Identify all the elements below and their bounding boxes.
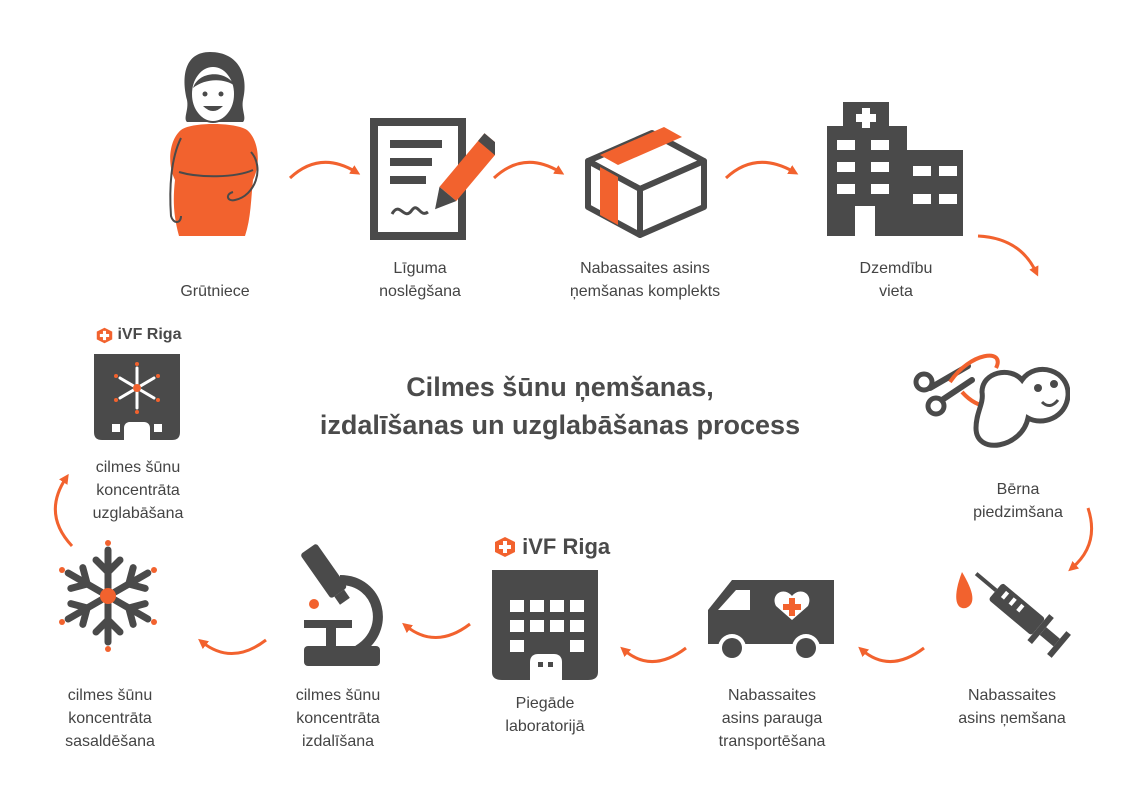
- step-label-8: Piegāde laboratorijā: [505, 695, 585, 735]
- brand-logo-lab: iVF Riga: [494, 533, 610, 560]
- step-label-5: Bērna piedzimšana: [973, 481, 1063, 521]
- ambulance-icon: [708, 580, 834, 662]
- step-label-9: cilmes šūnu koncentrāta izdalīšana: [295, 687, 381, 750]
- arrow-2-to-3: [492, 160, 565, 180]
- step-label-7: Nabassaites asins parauga transportēšana: [718, 687, 826, 750]
- brand-name: iVF Riga: [522, 534, 611, 560]
- step-label-10: cilmes šūnu koncentrāta sasaldēšana: [65, 687, 155, 750]
- arrow-8-to-9: [402, 622, 471, 639]
- arrow-4-to-5: [977, 234, 1039, 277]
- title-line-1: Cilmes šūnu ņemšanas,: [406, 372, 714, 402]
- pregnant-woman-icon: [169, 52, 259, 236]
- laboratory-building-icon: [492, 570, 598, 680]
- microscope-icon: [301, 544, 383, 666]
- ivf-logo-mark-icon: [495, 537, 515, 558]
- step-label-11: cilmes šūnu koncentrāta uzglabāšana: [92, 459, 184, 522]
- newborn-scissors-icon: [913, 353, 1070, 448]
- brand-name-small: iVF Riga: [117, 326, 182, 343]
- arrow-7-to-8: [620, 646, 687, 663]
- arrow-9-to-10: [198, 638, 267, 655]
- arrow-5-to-6: [1068, 507, 1094, 572]
- ivf-logo-mark-small-icon: [96, 327, 113, 343]
- arrow-1-to-2: [288, 160, 361, 180]
- brand-logo-storage: iVF Riga: [96, 326, 181, 344]
- step-label-4: Dzemdību vieta: [859, 260, 933, 300]
- title-line-2: izdalīšanas un uzglabāšanas process: [319, 410, 801, 440]
- box-kit-icon: [585, 127, 707, 238]
- contract-signing-icon: [370, 118, 495, 240]
- step-label-2: Līguma noslēgšana: [379, 260, 461, 300]
- hospital-icon: [827, 102, 963, 236]
- arrow-10-to-11: [53, 473, 74, 548]
- arrow-6-to-7: [858, 646, 925, 663]
- snowflake-icon: [52, 540, 164, 652]
- step-label-1: Grūtniece: [180, 283, 250, 300]
- cryo-storage-icon: [94, 354, 180, 440]
- step-label-6: Nabassaites asins ņemšana: [958, 687, 1066, 727]
- arrow-3-to-4: [724, 160, 799, 180]
- syringe-icon: [956, 572, 1071, 658]
- step-label-3: Nabassaites asins ņemšanas komplekts: [569, 260, 721, 300]
- diagram-title: Cilmes šūnu ņemšanas, izdalīšanas un uzg…: [260, 368, 860, 444]
